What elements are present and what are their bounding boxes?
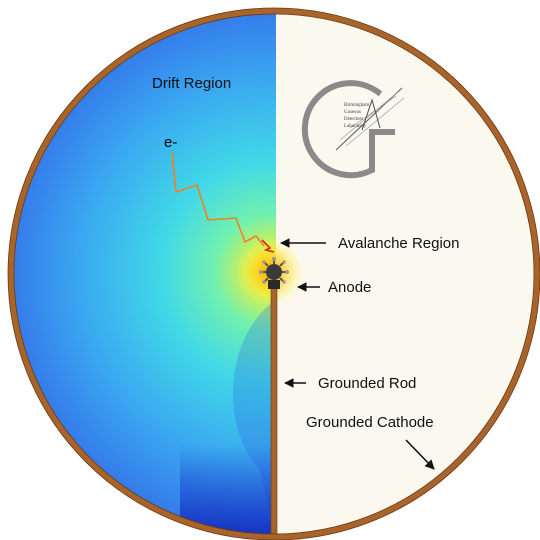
avalanche-region-label: Avalanche Region	[338, 235, 459, 252]
logo-line-2: Gaseous	[344, 110, 361, 115]
electron-track	[171, 151, 265, 247]
electron-label: e-	[164, 134, 177, 151]
drift-region-label: Drift Region	[152, 75, 231, 92]
avalanche-spark	[261, 239, 275, 253]
grounded-rod	[270, 287, 278, 535]
logo-line-4: Laboratory	[344, 124, 367, 129]
grounded-cathode-rim	[8, 8, 540, 540]
drift-region-field	[12, 12, 276, 536]
grounded-cathode-arrow	[405, 439, 435, 470]
anode-label: Anode	[328, 279, 371, 296]
grounded-cathode-label: Grounded Cathode	[306, 414, 434, 431]
logo-line-1: Birmingham	[344, 103, 369, 108]
anode-icon	[259, 257, 289, 289]
logo-line-3: Detectors	[344, 117, 363, 122]
bgdl-logo-icon: Birmingham Gaseous Detectors Laboratory	[301, 80, 405, 179]
grounded-rod-label: Grounded Rod	[318, 375, 416, 392]
